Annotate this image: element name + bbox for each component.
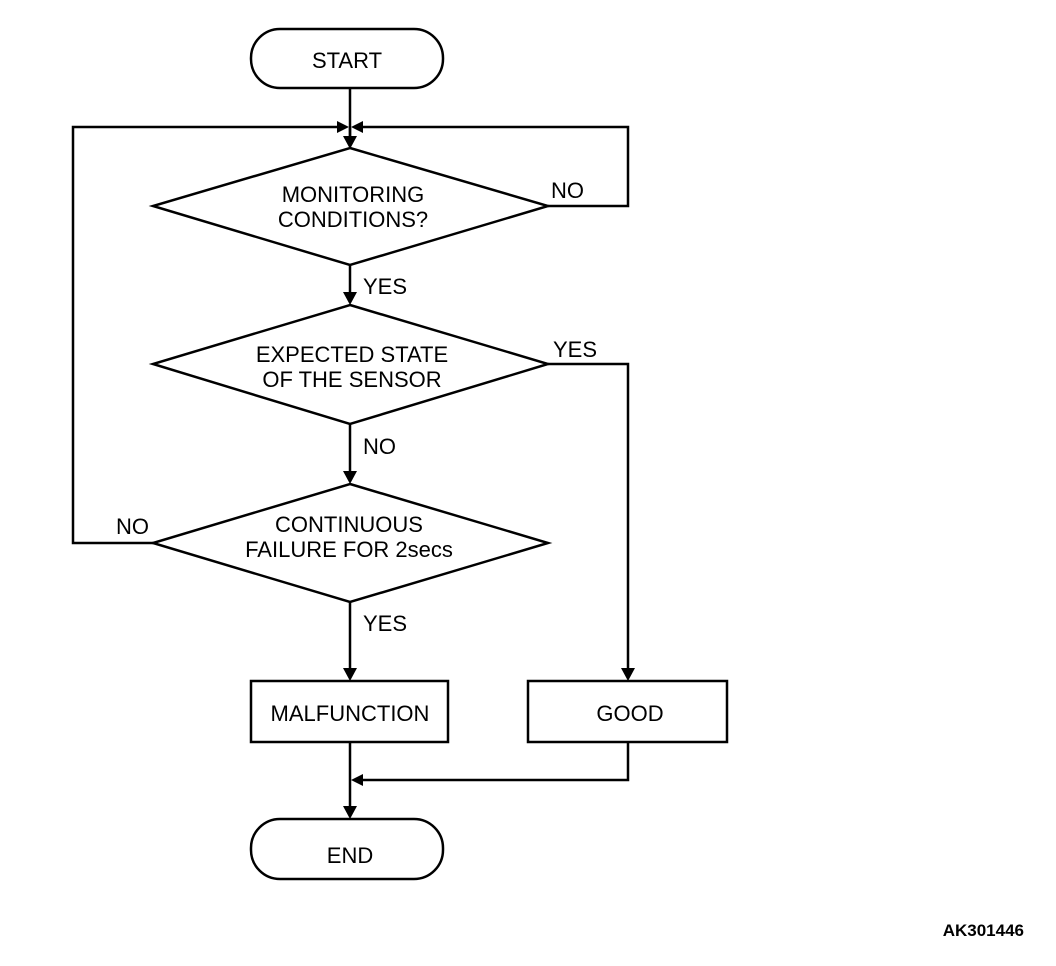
malfunction-node: MALFUNCTION [249,679,450,744]
continuous-failure-label-line-1: CONTINUOUS [275,512,423,537]
expected-state-label-line-2: OF THE SENSOR [262,367,441,392]
arrowhead-good-top [621,668,635,681]
arrowhead-malfunction-top [343,668,357,681]
connector-continuous-no-loop [71,125,338,545]
monitoring-yes-label: YES [363,274,407,299]
good-label: GOOD [596,701,663,726]
end-node: END [249,817,445,881]
start-node: START [249,27,445,90]
expected-yes-label: YES [553,337,597,362]
expected-state-decision: EXPECTED STATE OF THE SENSOR [148,303,553,426]
expected-state-diamond-shape [148,303,553,426]
expected-no-label: NO [363,434,396,459]
connector-monitoring-no-loop [362,125,630,208]
malfunction-label: MALFUNCTION [271,701,430,726]
continuous-yes-label: YES [363,611,407,636]
monitoring-decision: MONITORING CONDITIONS? [148,146,553,267]
connector-good-to-merge [362,742,630,782]
good-node: GOOD [526,679,729,744]
arrowhead-continuous-top [343,471,357,484]
start-terminator-shape [249,27,445,90]
arrowhead-end-top [343,806,357,819]
continuous-no-label: NO [116,514,149,539]
monitoring-no-label: NO [551,178,584,203]
continuous-failure-label-line-2: FAILURE FOR 2secs [245,537,453,562]
start-label: START [312,48,382,73]
expected-state-label-line-1: EXPECTED STATE [256,342,448,367]
monitoring-label-line-1: MONITORING [282,182,425,207]
end-label: END [327,843,373,868]
connector-expected-yes [548,362,630,670]
good-box-shape [526,679,729,744]
figure-id: AK301446 [943,921,1024,940]
malfunction-box-shape [249,679,450,744]
monitoring-diamond-shape [148,146,553,267]
end-terminator-shape [249,817,445,881]
arrowhead-monitoring-no-loop [351,121,363,133]
continuous-failure-decision: CONTINUOUS FAILURE FOR 2secs [148,482,553,604]
arrowhead-continuous-no-loop [337,121,349,133]
arrowhead-good-merge [351,774,363,786]
arrowhead-monitoring-top [343,136,357,149]
monitoring-label-line-2: CONDITIONS? [278,207,428,232]
arrowhead-expected-top [343,292,357,305]
continuous-failure-diamond-shape [148,482,553,604]
